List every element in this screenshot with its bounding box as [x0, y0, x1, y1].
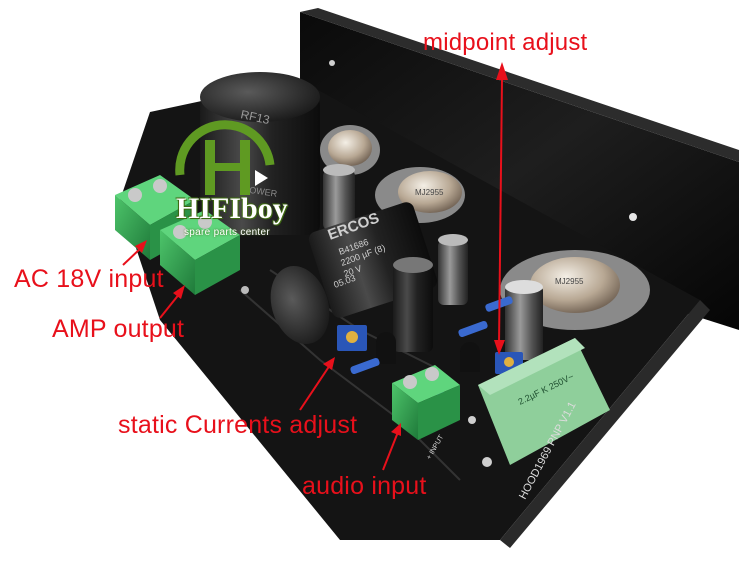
power-transistor-left [320, 125, 380, 175]
logo-wordmark: HIFIboy [176, 192, 288, 225]
callout-amp-output: AMP output [52, 315, 185, 343]
callout-ac-input: AC 18V input [14, 265, 164, 293]
arrowhead-midpoint [496, 62, 508, 80]
terminal-block-audio-input [392, 365, 460, 440]
small-capacitor [323, 164, 355, 230]
terminal-block-amp-output [160, 210, 240, 295]
callout-arrows [122, 62, 508, 471]
transistor-label-2: MJ2955 [555, 277, 584, 286]
cap-label-power: POWER [243, 184, 279, 199]
film-capacitor: 2.2µF K 250V~ [478, 338, 610, 465]
arrow-midpoint [498, 77, 503, 346]
callout-midpoint-adjust: midpoint adjust [423, 29, 588, 56]
signal-transistor [460, 342, 480, 372]
electrolytic-capacitor [505, 280, 543, 360]
small-capacitor [438, 234, 468, 305]
callout-static-currents-adjust: static Currents adjust [118, 411, 358, 439]
arrow-audio-input [382, 431, 399, 471]
filter-capacitor-rf13: RF13 POWER [200, 72, 320, 235]
heatsink [300, 8, 739, 330]
hifiboy-logo [175, 120, 275, 195]
arrow-ac-input [122, 246, 143, 266]
electrolytic-capacitor [393, 257, 433, 352]
arrow-static-current [299, 364, 331, 411]
logo-tagline: spare parts center [184, 227, 270, 238]
signal-transistor [376, 332, 396, 364]
cap-label-rf13: RF13 [239, 107, 271, 127]
transistor-label-1: MJ2955 [415, 188, 444, 197]
trimmer-static-current [337, 325, 367, 351]
arrow-amp-output [159, 292, 181, 319]
callout-audio-input: audio input [302, 472, 427, 500]
